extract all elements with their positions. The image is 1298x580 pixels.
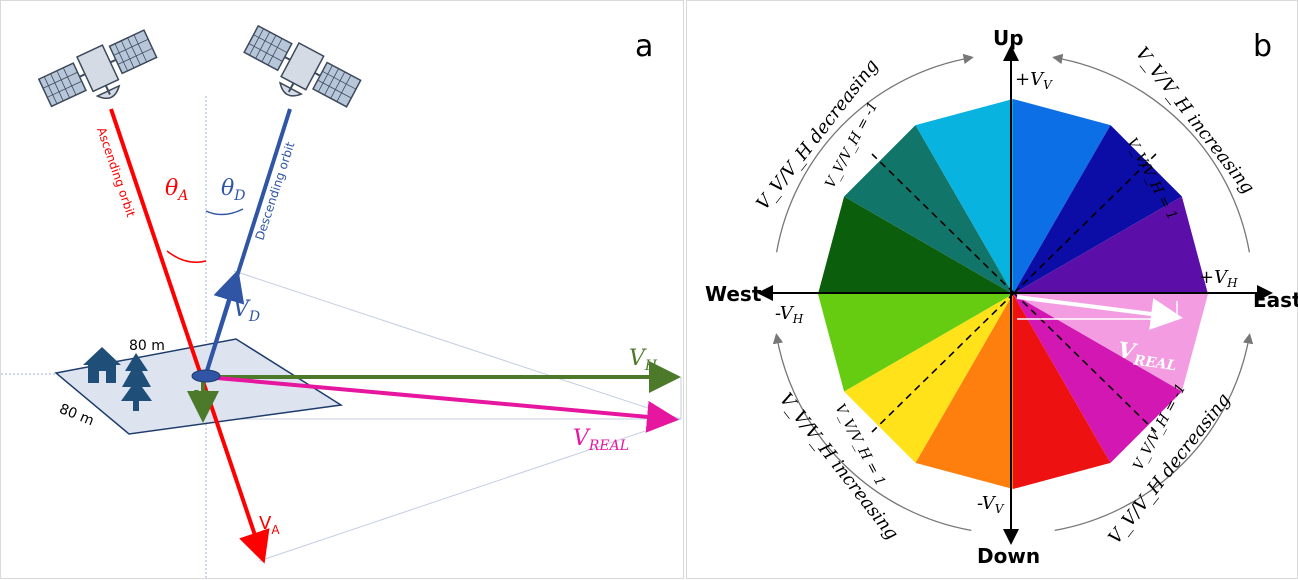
plus-vv-label: +VV	[1015, 69, 1053, 92]
vd-label: VD	[233, 297, 260, 325]
minus-vh-label: -VH	[775, 303, 804, 326]
vreal-arrow	[205, 375, 679, 433]
wheel-sector	[1013, 99, 1111, 294]
pixel-size-left-label: 80 m	[57, 401, 96, 429]
vreal-wheel-arrow	[1016, 295, 1183, 330]
panel-b-letter: b	[1253, 29, 1272, 64]
wheel-sector	[844, 125, 1013, 294]
pixel-size-top-label: 80 m	[129, 338, 165, 354]
outer-trend-arcs	[772, 53, 1254, 532]
panel-a-diagram: a 80 m 80 m	[1, 24, 682, 580]
theta-d-arc	[205, 208, 244, 216]
panel-b-diagram: b VREAL Up Down West East +VV -VV	[705, 26, 1298, 568]
panel-b: b VREAL Up Down West East +VV -VV	[686, 0, 1298, 579]
trend-arc	[772, 333, 972, 532]
ascending-satellite-icon	[37, 29, 158, 108]
west-label: West	[705, 282, 762, 306]
tree-icon	[121, 353, 152, 411]
minus-vv-label: -VV	[977, 493, 1005, 516]
va-label: VA	[259, 513, 280, 537]
ratio-dashed-lines	[871, 153, 1157, 433]
plus-vh-label: +VH	[1199, 267, 1238, 290]
descending-satellite-icon	[243, 24, 362, 108]
wheel-sector	[915, 294, 1013, 489]
theta-a-label: θA	[165, 176, 188, 204]
house-icon	[83, 347, 121, 383]
wheel-sector	[1013, 294, 1111, 489]
theta-d-label: θD	[221, 176, 245, 204]
panel-a-letter: a	[635, 29, 653, 64]
wheel-sector	[1013, 294, 1182, 463]
ground-pixel	[54, 338, 344, 435]
ascending-los-arrow	[109, 108, 270, 564]
trend-arc	[775, 53, 974, 253]
vreal-label: VREAL	[573, 426, 629, 454]
panel-a: a 80 m 80 m	[0, 0, 684, 580]
up-label: Up	[993, 26, 1024, 50]
theta-a-arc	[166, 250, 207, 263]
vv-label: VV	[193, 387, 216, 410]
wheel-sector	[818, 294, 1013, 392]
vh-label: VH	[629, 346, 658, 374]
wheel-sector	[818, 196, 1013, 294]
trend-arc	[1052, 53, 1251, 253]
pixel-centre-marker	[191, 369, 221, 383]
wheel-sector	[1013, 125, 1182, 294]
descending-vd-arrow	[204, 269, 245, 375]
wheel-sector	[1013, 196, 1208, 294]
east-label: East	[1253, 288, 1298, 312]
trend-arc	[1054, 333, 1254, 532]
vreal-wheel-label: VREAL	[1116, 337, 1180, 374]
wheel-sector	[915, 99, 1013, 294]
down-label: Down	[977, 544, 1040, 568]
projection-guides	[206, 270, 682, 562]
